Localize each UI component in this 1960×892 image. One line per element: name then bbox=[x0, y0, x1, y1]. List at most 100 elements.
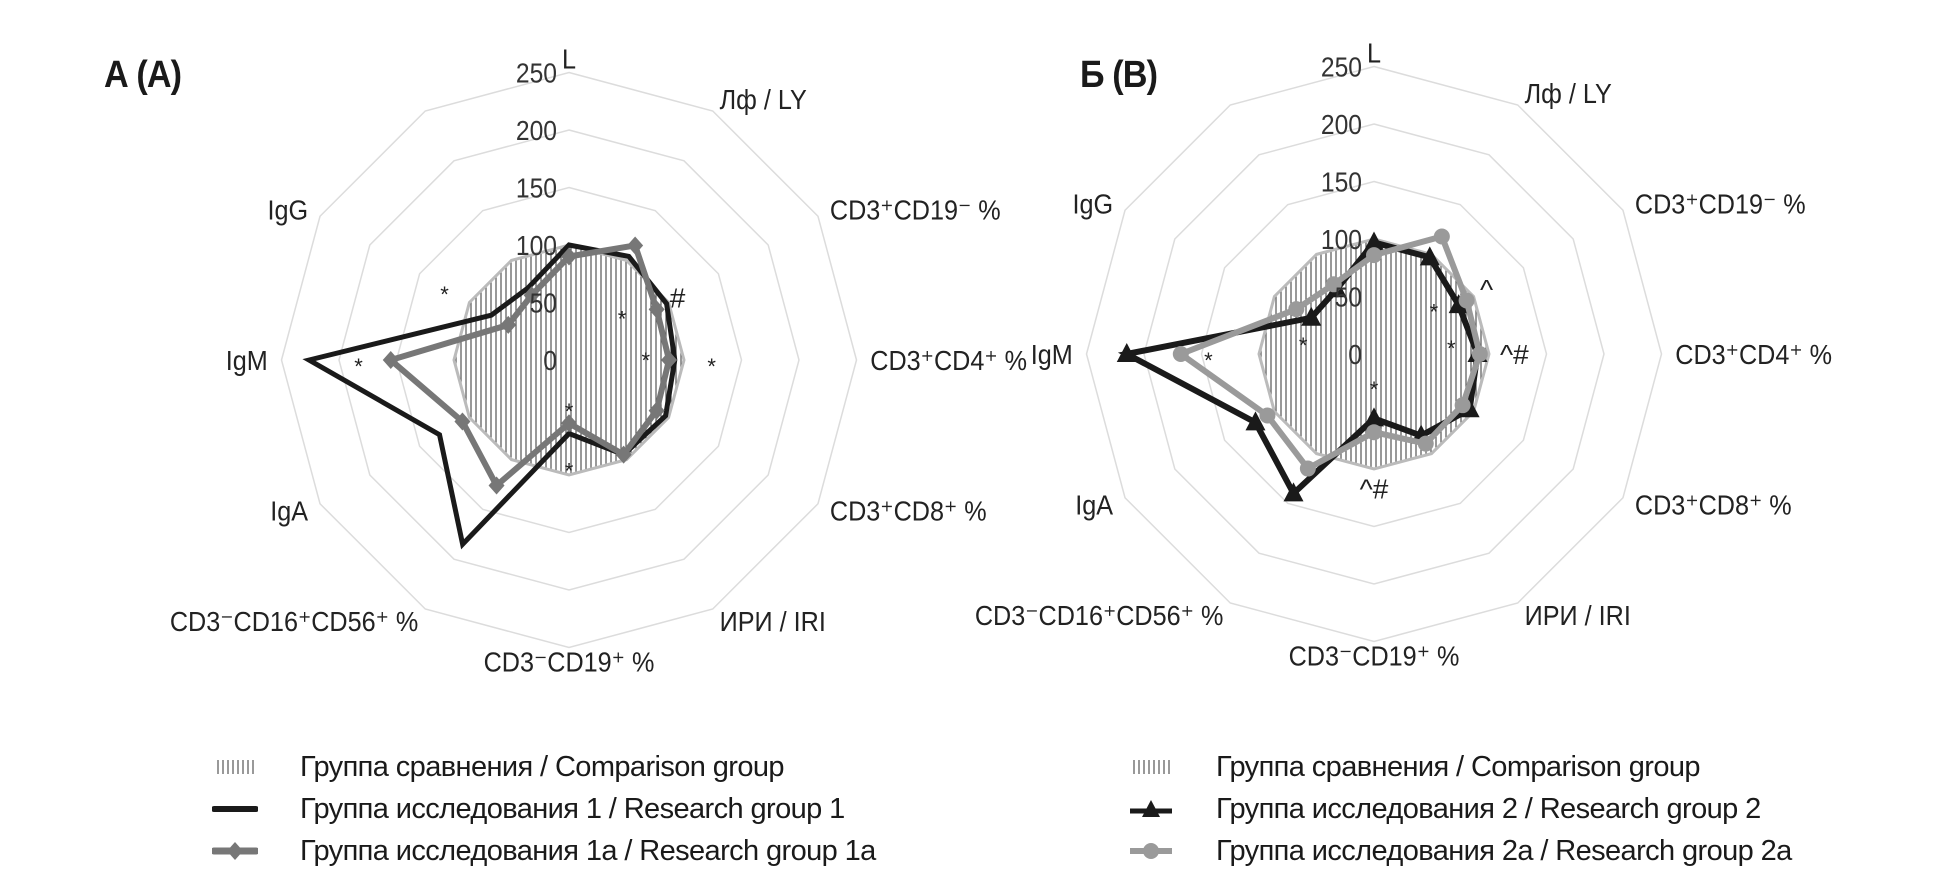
data-point-triangle bbox=[1301, 306, 1322, 326]
panel-title-a: А (A) bbox=[104, 54, 182, 96]
significance-annotation: * bbox=[1430, 300, 1439, 325]
significance-annotation: ^# bbox=[1360, 474, 1389, 505]
axis-label: CD3⁺CD19⁻ % bbox=[830, 194, 1001, 226]
data-point-diamond bbox=[648, 401, 665, 420]
radial-tick-label: 250 bbox=[1321, 51, 1362, 83]
data-point-circle bbox=[1454, 397, 1471, 414]
significance-annotation: * bbox=[618, 306, 627, 331]
legend-item-group-1: Группа исследования 1 / Research group 1 bbox=[212, 788, 876, 830]
legend-item-group-2: Группа исследования 2 / Research group 2 bbox=[1128, 788, 1792, 830]
legend-item-group-1a: Группа исследования 1а / Research group … bbox=[212, 830, 876, 872]
data-point-diamond bbox=[500, 315, 517, 334]
data-point-diamond bbox=[561, 414, 577, 433]
data-point-diamond bbox=[615, 445, 632, 464]
axis-label: IgM bbox=[226, 345, 268, 377]
radial-tick-label: 50 bbox=[1335, 281, 1362, 313]
significance-annotation: * bbox=[707, 354, 716, 379]
axis-label: CD3⁻CD19⁺ % bbox=[1289, 640, 1460, 672]
radial-tick-label: 200 bbox=[1321, 109, 1362, 141]
data-point-diamond bbox=[488, 476, 505, 495]
significance-annotation: * bbox=[642, 348, 651, 373]
radial-tick-label: 250 bbox=[516, 57, 557, 89]
grid-ring bbox=[338, 129, 800, 591]
legend-label: Группа исследования 2а / Research group … bbox=[1216, 834, 1792, 867]
axis-label: Лф / LY bbox=[720, 84, 807, 116]
significance-annotation: * bbox=[1299, 333, 1308, 358]
grid-ring bbox=[1143, 123, 1605, 585]
legend-label: Группа исследования 2 / Research group 2 bbox=[1216, 792, 1761, 825]
axis-label: IgG bbox=[1072, 188, 1113, 220]
axis-label: IgM bbox=[1031, 339, 1073, 371]
grid-ring bbox=[1085, 65, 1663, 643]
series-line-1 bbox=[302, 242, 678, 550]
data-point-triangle bbox=[1448, 294, 1469, 314]
legend-label: Группа исследования 1а / Research group … bbox=[300, 834, 876, 867]
data-point-triangle bbox=[1116, 343, 1137, 362]
data-point-diamond bbox=[382, 351, 399, 369]
data-point-circle bbox=[1288, 301, 1305, 318]
significance-annotation: * bbox=[565, 459, 574, 484]
axis-label: ИРИ / IRI bbox=[720, 606, 826, 638]
data-point-triangle bbox=[1245, 411, 1266, 431]
significance-annotation: * bbox=[354, 354, 363, 379]
legend-a: Группа сравнения / Comparison group Груп… bbox=[212, 746, 876, 872]
data-point-triangle bbox=[1364, 231, 1384, 251]
axis-label: CD3⁺CD19⁻ % bbox=[1635, 188, 1806, 220]
significance-annotation: ^ bbox=[1480, 274, 1493, 305]
legend-item-group-2a: Группа исследования 2а / Research group … bbox=[1128, 830, 1792, 872]
axis-label: Лф / LY bbox=[1525, 78, 1612, 110]
axis-label: L bbox=[562, 43, 576, 75]
significance-annotation: # bbox=[670, 282, 686, 313]
data-point-diamond bbox=[648, 300, 665, 319]
radial-tick-label: 100 bbox=[1321, 224, 1362, 256]
data-point-circle bbox=[1433, 228, 1450, 245]
data-point-diamond bbox=[627, 236, 644, 255]
data-point-diamond bbox=[523, 286, 540, 305]
data-point-triangle bbox=[1364, 407, 1384, 427]
legend-label: Группа сравнения / Comparison group bbox=[300, 750, 785, 783]
significance-annotation: * bbox=[1370, 377, 1379, 402]
axis-label: CD3⁻CD16⁺CD56⁺ % bbox=[170, 606, 418, 638]
data-point-circle bbox=[1458, 292, 1475, 309]
legend-label: Группа исследования 1 / Research group 1 bbox=[300, 792, 845, 825]
significance-annotation: * bbox=[440, 282, 449, 307]
hatched-swatch-icon bbox=[1132, 760, 1170, 774]
data-point-circle bbox=[1471, 346, 1488, 362]
grid-ring bbox=[280, 71, 858, 649]
axis-label: ИРИ / IRI bbox=[1525, 600, 1631, 632]
data-point-diamond bbox=[661, 351, 678, 369]
axis-label: IgA bbox=[1075, 489, 1113, 521]
grid-ring bbox=[1200, 180, 1548, 528]
data-point-circle bbox=[1417, 435, 1434, 452]
axis-label: L bbox=[1367, 37, 1381, 69]
axis-label: IgA bbox=[270, 495, 308, 527]
legend-item-comparison: Группа сравнения / Comparison group bbox=[212, 746, 876, 788]
axis-label: IgG bbox=[267, 194, 308, 226]
data-point-circle bbox=[1366, 247, 1382, 264]
data-point-triangle bbox=[1283, 482, 1304, 502]
panel-title-b: Б (B) bbox=[1080, 54, 1158, 96]
radial-tick-label: 100 bbox=[516, 230, 557, 262]
data-point-circle bbox=[1325, 276, 1342, 293]
significance-annotation: * bbox=[1204, 348, 1213, 373]
diamond-line-icon bbox=[212, 842, 258, 860]
data-point-circle bbox=[1366, 424, 1382, 441]
data-point-diamond bbox=[454, 412, 471, 431]
radial-tick-label: 200 bbox=[516, 115, 557, 147]
black-line-icon bbox=[212, 806, 258, 812]
legend-b: Группа сравнения / Comparison group Груп… bbox=[1128, 746, 1792, 872]
radial-tick-label: 0 bbox=[1348, 339, 1362, 371]
axis-label: CD3⁺CD4⁺ % bbox=[1675, 339, 1832, 371]
radial-tick-label: 0 bbox=[543, 345, 557, 377]
axis-label: CD3⁻CD19⁺ % bbox=[484, 646, 655, 678]
significance-annotation: * bbox=[565, 399, 574, 424]
data-point-circle bbox=[1299, 460, 1316, 477]
axis-label: CD3⁺CD4⁺ % bbox=[870, 345, 1027, 377]
circle-line-icon bbox=[1130, 843, 1172, 859]
axis-label: CD3⁻CD16⁺CD56⁺ % bbox=[975, 600, 1223, 632]
legend-item-comparison: Группа сравнения / Comparison group bbox=[1128, 746, 1792, 788]
axis-label: CD3⁺CD8⁺ % bbox=[1635, 489, 1792, 521]
data-point-circle bbox=[1172, 346, 1189, 362]
data-point-triangle bbox=[1419, 246, 1440, 266]
